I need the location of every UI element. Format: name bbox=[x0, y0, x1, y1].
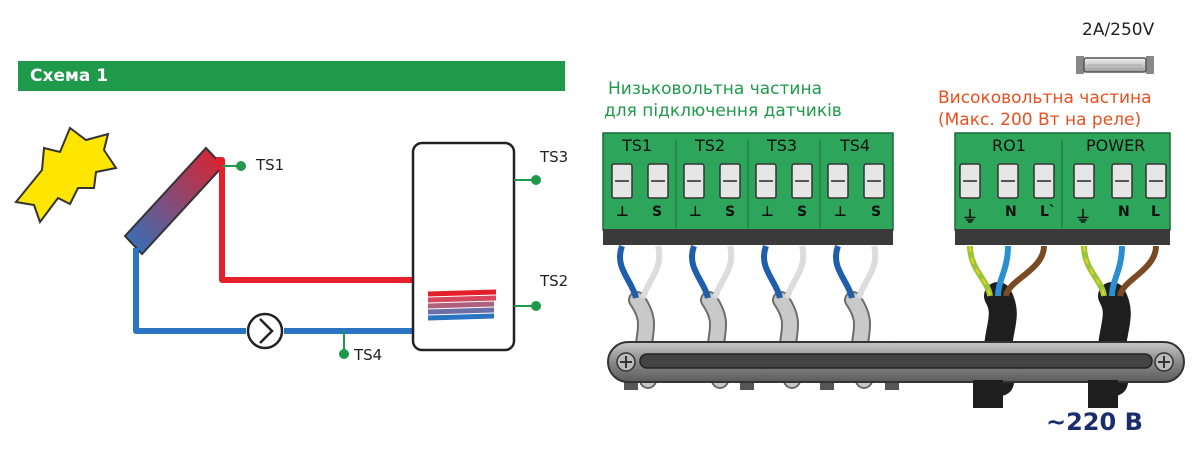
pin-label-ro1-n: N bbox=[1005, 204, 1017, 220]
terminal-label-ts4: TS4 bbox=[840, 136, 871, 155]
terminal-label-power: POWER bbox=[1086, 136, 1146, 155]
high-terminal-screw-2 bbox=[997, 163, 1019, 199]
high-voltage-title-line2: (Макс. 200 Вт на реле) bbox=[938, 110, 1142, 130]
sun-icon bbox=[14, 126, 118, 225]
high-voltage-terminal-block bbox=[954, 132, 1171, 245]
low-terminal-screw-1 bbox=[611, 163, 633, 199]
high-terminal-screw-5 bbox=[1111, 163, 1133, 199]
terminal-label-ro1: RO1 bbox=[992, 136, 1026, 155]
high-terminal-screw-3 bbox=[1033, 163, 1055, 199]
low-terminal-screw-3 bbox=[683, 163, 705, 199]
fuse-rating: 2A/250V bbox=[1082, 20, 1155, 40]
scheme-title: Схема 1 bbox=[30, 66, 109, 86]
sensor-label-ts4: TS4 bbox=[354, 346, 383, 364]
heat-exchanger-coil bbox=[427, 289, 497, 321]
low-terminal-screw-7 bbox=[827, 163, 849, 199]
sensor-label-ts3: TS3 bbox=[540, 148, 569, 166]
terminal-label-ts2: TS2 bbox=[695, 136, 726, 155]
low-terminal-screw-8 bbox=[863, 163, 885, 199]
pin-label-ts1-gnd: ⊥ bbox=[616, 204, 629, 220]
low-voltage-title-line1: Низьковольтна частина bbox=[608, 79, 822, 99]
pin-label-power-l: L bbox=[1151, 204, 1160, 220]
rail-screw-right bbox=[1154, 352, 1174, 372]
power-cables bbox=[973, 380, 1118, 408]
mains-voltage: ~220 В bbox=[1046, 408, 1143, 436]
scheme-banner: Схема 1 bbox=[18, 61, 565, 91]
sensor-label-ts2: TS2 bbox=[540, 272, 569, 290]
low-voltage-terminal-block bbox=[602, 132, 894, 245]
high-terminal-screw-1 bbox=[959, 163, 981, 199]
high-terminal-screw-4 bbox=[1073, 163, 1095, 199]
pin-label-ts2-gnd: ⊥ bbox=[689, 204, 702, 220]
pump-icon bbox=[246, 312, 284, 350]
earth-icon-power: ⏚ bbox=[1075, 207, 1092, 226]
low-terminal-screw-4 bbox=[719, 163, 741, 199]
pin-label-ts3-gnd: ⊥ bbox=[761, 204, 774, 220]
pin-label-ts4-gnd: ⊥ bbox=[834, 204, 847, 220]
pin-label-ts2-s: S bbox=[725, 204, 736, 220]
low-terminal-screw-5 bbox=[755, 163, 777, 199]
sensor-label-ts1: TS1 bbox=[256, 156, 285, 174]
low-voltage-title-line2: для підключення датчиків bbox=[604, 101, 842, 121]
solar-collector bbox=[123, 146, 225, 256]
high-voltage-title-line1: Високовольтна частина bbox=[938, 88, 1152, 108]
cable-rail bbox=[607, 341, 1185, 390]
low-terminal-screw-2 bbox=[647, 163, 669, 199]
pin-label-ts4-s: S bbox=[871, 204, 882, 220]
pin-label-ts3-s: S bbox=[797, 204, 808, 220]
rail-screw-left bbox=[616, 352, 636, 372]
pin-label-power-n: N bbox=[1118, 204, 1130, 220]
terminal-label-ts3: TS3 bbox=[767, 136, 798, 155]
terminal-label-ts1: TS1 bbox=[622, 136, 653, 155]
fuse-icon bbox=[1076, 56, 1154, 74]
low-terminal-screw-6 bbox=[791, 163, 813, 199]
pin-label-ro1-l: L` bbox=[1040, 204, 1056, 220]
sensor-leads bbox=[222, 161, 541, 359]
pin-label-ts1-s: S bbox=[652, 204, 663, 220]
high-terminal-screw-6 bbox=[1145, 163, 1167, 199]
earth-icon-ro1: ⏚ bbox=[962, 207, 979, 226]
